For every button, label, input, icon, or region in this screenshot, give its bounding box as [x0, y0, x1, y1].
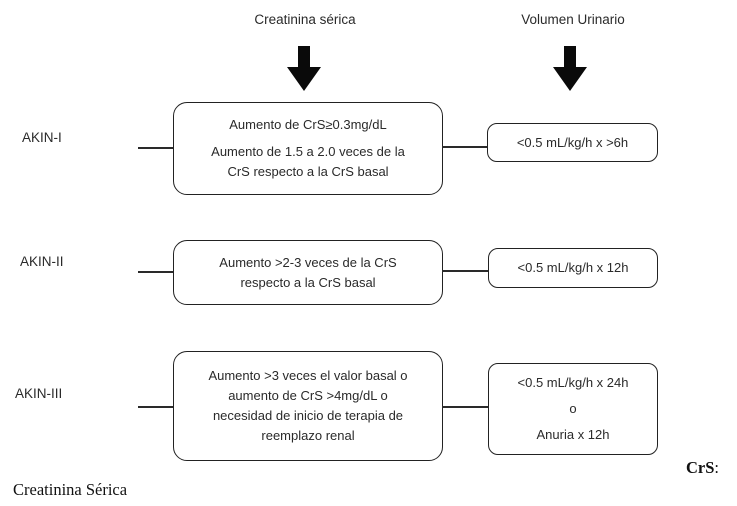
connector-line	[442, 406, 489, 408]
row-label-akin-1: AKIN-I	[22, 130, 62, 145]
criteria-text-line: Aumento de 1.5 a 2.0 veces de la	[211, 144, 405, 159]
down-arrow-icon	[553, 46, 587, 91]
creatinine-criteria-box-akin-2: Aumento >2-3 veces de la CrS respecto a …	[173, 240, 443, 305]
urine-criteria-box-akin-3: <0.5 mL/kg/h x 24h o Anuria x 12h	[488, 363, 658, 455]
footnote-definition: Creatinina Sérica	[13, 480, 128, 499]
criteria-text-line: <0.5 mL/kg/h x 24h	[517, 375, 629, 390]
connector-line	[442, 270, 489, 272]
creatinine-criteria-box-akin-3: Aumento >3 veces el valor basal o aument…	[173, 351, 443, 461]
criteria-text-line: Aumento >3 veces el valor basal o	[208, 368, 408, 383]
urine-criteria-box-akin-1: <0.5 mL/kg/h x >6h	[487, 123, 658, 162]
criteria-text-line: respecto a la CrS basal	[240, 274, 376, 290]
down-arrow-icon	[287, 46, 321, 91]
row-label-akin-3: AKIN-III	[15, 386, 63, 401]
column-header-volumen-urinario: Volumen Urinario	[521, 12, 625, 27]
connector-line	[138, 271, 174, 273]
criteria-text-line: <0.5 mL/kg/h x >6h	[516, 134, 629, 150]
footnote-abbr-colon: :	[714, 458, 720, 477]
connector-line	[442, 146, 488, 148]
urine-criteria-box-akin-2: <0.5 mL/kg/h x 12h	[488, 248, 658, 288]
connector-line	[138, 406, 174, 408]
criteria-text-line: aumento de CrS >4mg/dL o	[228, 388, 388, 403]
row-label-akin-2: AKIN-II	[20, 254, 64, 269]
column-header-creatinine-serica: Creatinina sérica	[254, 12, 356, 27]
criteria-text-line: Aumento >2-3 veces de la CrS	[219, 254, 397, 270]
creatinine-criteria-box-akin-1: Aumento de CrS≥0.3mg/dL Aumento de 1.5 a…	[173, 102, 443, 195]
criteria-text-line: necesidad de inicio de terapia de	[212, 408, 404, 423]
criteria-text-line: reemplazo renal	[261, 428, 355, 443]
criteria-text-line: Anuria x 12h	[536, 427, 610, 442]
footnote-abbreviation: CrS:	[686, 458, 719, 478]
connector-line	[138, 147, 174, 149]
criteria-text-line: <0.5 mL/kg/h x 12h	[517, 260, 629, 275]
criteria-text-line: Aumento de CrS≥0.3mg/dL	[229, 117, 387, 132]
footnote-abbr-term: CrS	[686, 458, 715, 477]
criteria-text-line: o	[569, 401, 577, 416]
criteria-text-line: CrS respecto a la CrS basal	[227, 164, 389, 179]
